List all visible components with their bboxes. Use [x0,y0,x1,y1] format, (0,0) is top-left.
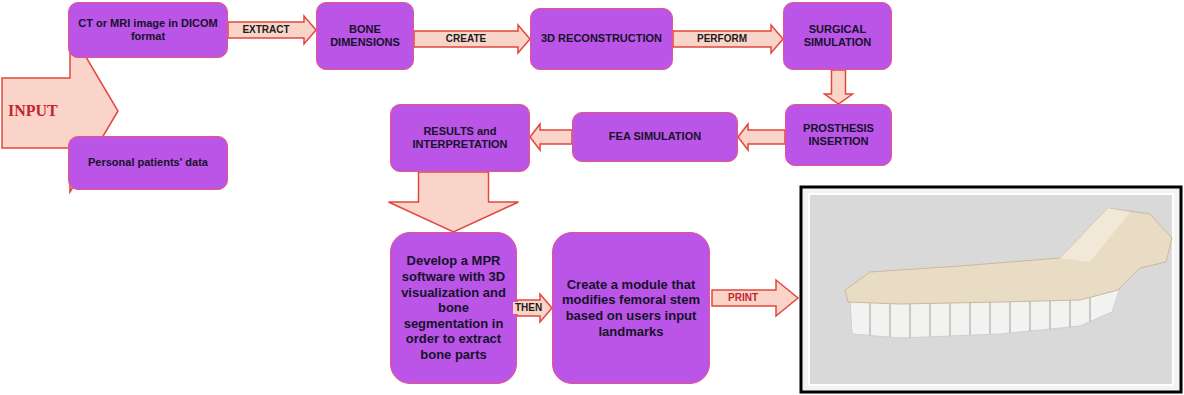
process-box: Create a module that modifies femoral st… [552,232,710,384]
block-arrow [738,124,785,150]
box-text: Create a module that modifies femoral st… [561,277,701,339]
block-arrow [414,25,530,53]
box-text: PROSTHESIS INSERTION [792,122,885,148]
box-text: RESULTS and INTERPRETATION [397,125,523,151]
arrow-label: CREATE [444,33,488,45]
process-box: Develop a MPR software with 3D visualiza… [390,232,517,384]
block-arrow [228,16,316,44]
block-arrow [530,124,572,150]
arrow-label: INPUT [8,102,58,120]
process-box: 3D RECONSTRUCTION [530,8,673,70]
block-arrow [389,172,519,232]
arrow-label: PERFORM [695,33,749,45]
process-box: FEA SIMULATION [572,112,738,162]
femoral-stem [845,208,1172,304]
box-text: Develop a MPR software with 3D visualiza… [399,253,508,362]
process-box: RESULTS and INTERPRETATION [390,104,530,172]
box-text: BONE DIMENSIONS [323,23,407,49]
print-arrow [712,280,798,316]
photo-frame [801,187,1181,392]
process-box: PROSTHESIS INSERTION [785,104,892,166]
process-box: Personal patients' data [68,136,228,190]
process-box: SURGICAL SIMULATION [783,2,892,70]
box-text: FEA SIMULATION [609,130,701,143]
process-box: BONE DIMENSIONS [316,2,414,70]
process-box: CT or MRI image in DICOM format [68,2,228,58]
photo-ground [809,194,1173,385]
block-arrow [673,25,783,53]
box-text: Personal patients' data [88,156,208,169]
arrow-label: EXTRACT [240,24,291,36]
box-text: CT or MRI image in DICOM format [75,17,221,43]
stem-highlight [1060,208,1130,262]
block-arrow [825,70,853,104]
arrow-label: THEN [513,302,544,314]
arrow-label: PRINT [728,292,758,303]
box-text: SURGICAL SIMULATION [790,23,885,49]
box-text: 3D RECONSTRUCTION [541,32,662,45]
